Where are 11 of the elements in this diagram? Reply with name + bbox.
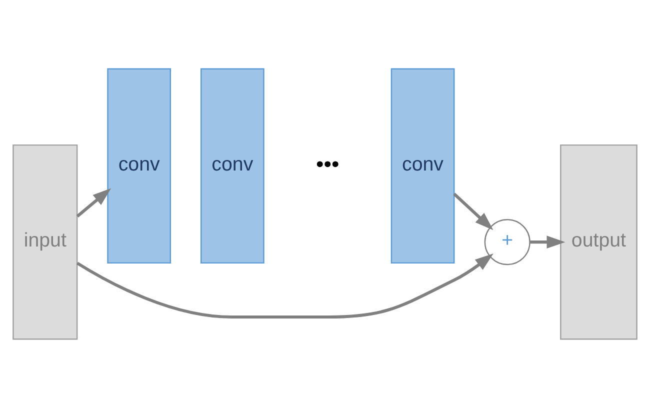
arrow bbox=[76, 253, 494, 318]
node-box: output bbox=[560, 144, 638, 340]
label: ••• bbox=[316, 150, 340, 176]
node-circle: + bbox=[484, 218, 530, 265]
arrow bbox=[76, 188, 112, 217]
node-box: input bbox=[12, 144, 78, 340]
node-box: conv bbox=[390, 68, 455, 264]
arrow bbox=[453, 192, 494, 230]
node-box: conv bbox=[107, 68, 172, 264]
node-box: conv bbox=[200, 68, 264, 264]
arrow bbox=[530, 235, 566, 248]
